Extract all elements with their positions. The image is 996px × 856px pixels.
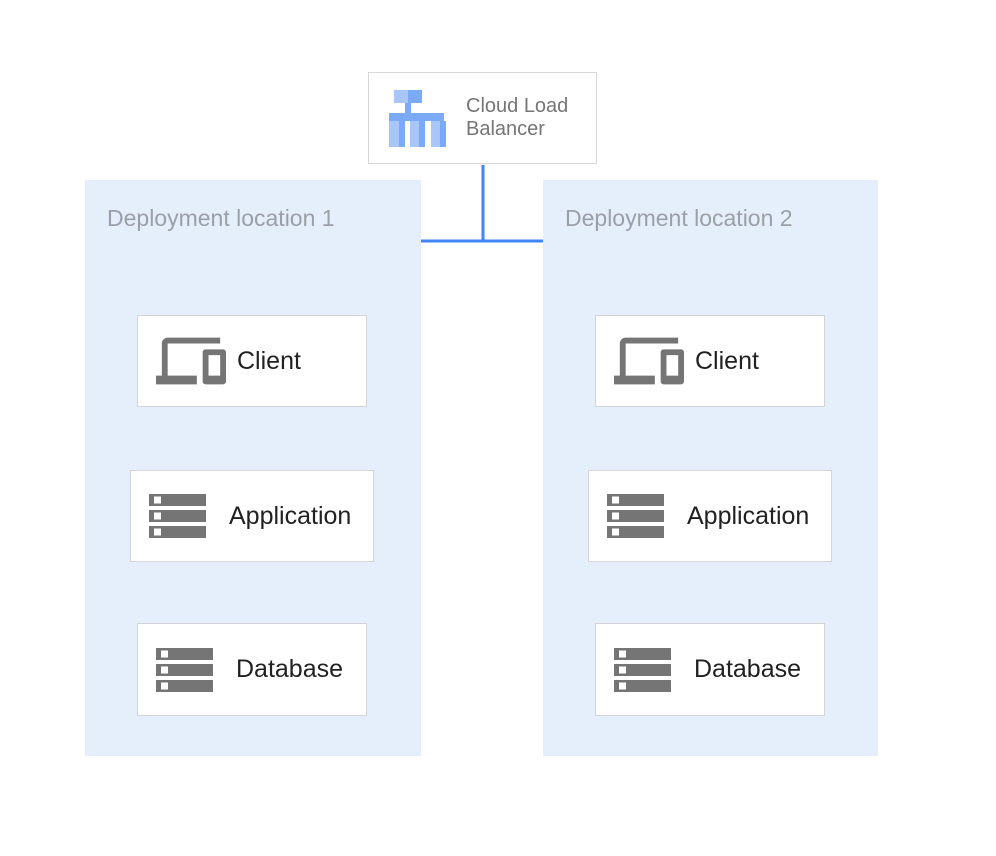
client-node: Client [595,315,825,407]
node-label: Client [237,346,301,375]
node-label: Client [695,346,759,375]
panel-label: Deployment location 2 [565,205,793,231]
server-stack-icon [614,647,671,692]
cloud-load-balancer-icon [389,89,446,147]
node-label: Database [236,655,344,683]
deployment-panel-1: Deployment location 1 Client App [85,180,421,756]
node-label: Application [229,501,352,530]
application-node: Application [588,470,832,562]
devices-icon [614,337,684,385]
deployment-panel-2: Deployment location 2 Client App [543,180,878,756]
panel-label: Deployment location 1 [107,205,335,231]
application-node: Application [130,470,374,562]
server-stack-icon [156,647,213,692]
load-balancer-node: Cloud Load Balancer [368,72,597,164]
node-label: Application [687,501,810,530]
server-stack-icon [149,494,206,538]
node-label: Database [694,655,802,683]
client-node: Client [137,315,367,407]
load-balancer-label: Cloud Load Balancer [466,95,569,140]
devices-icon [156,337,226,385]
server-stack-icon [607,494,664,538]
database-node: Database [137,623,367,716]
database-node: Database [595,623,825,716]
